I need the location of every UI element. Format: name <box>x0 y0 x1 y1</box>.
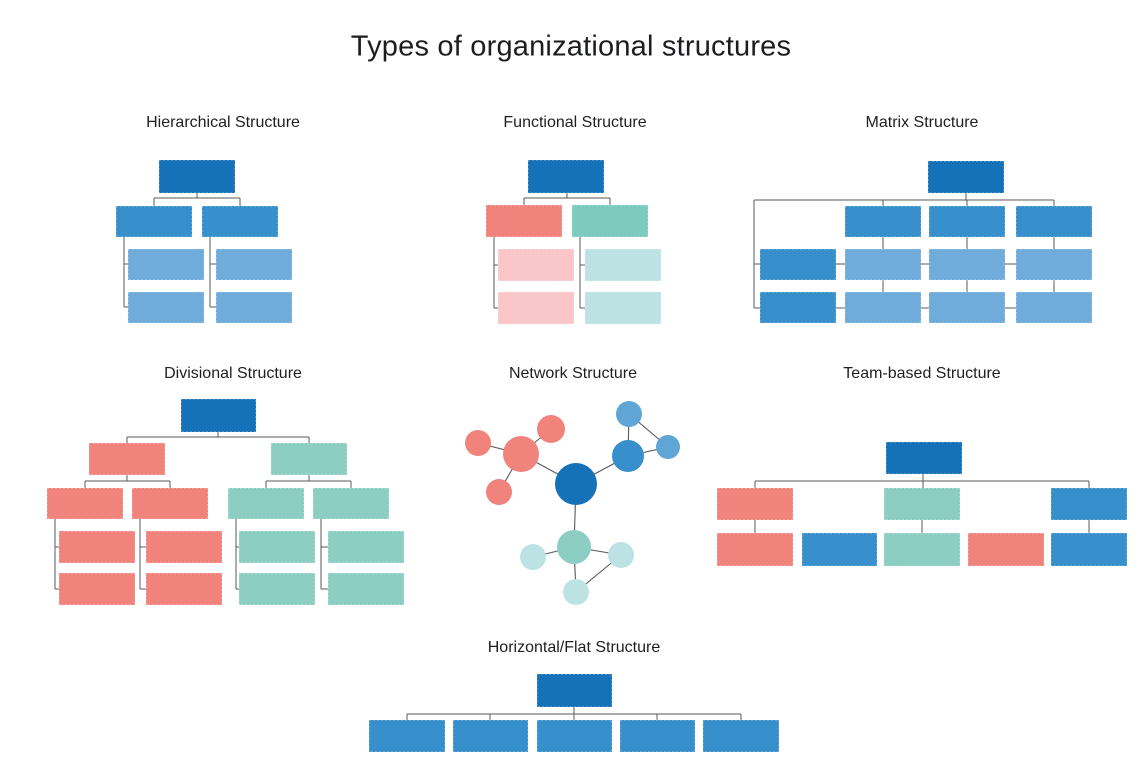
org-box <box>1015 291 1093 324</box>
network-node <box>563 579 589 605</box>
org-box <box>536 719 613 753</box>
diagram-network <box>465 401 680 605</box>
org-box <box>158 159 236 194</box>
org-box <box>201 205 279 238</box>
network-node <box>486 479 512 505</box>
org-box <box>145 530 223 564</box>
org-box <box>227 487 305 520</box>
org-box <box>238 572 316 606</box>
org-box <box>327 572 405 606</box>
org-box <box>716 487 794 521</box>
org-box <box>885 441 963 475</box>
section-label-team: Team-based Structure <box>843 365 1001 382</box>
network-node <box>520 544 546 570</box>
org-box <box>46 487 124 520</box>
section-label-matrix: Matrix Structure <box>865 114 979 131</box>
org-box <box>883 532 961 567</box>
org-box <box>327 530 405 564</box>
org-box <box>497 248 575 282</box>
network-node <box>612 440 644 472</box>
page-title: Types of organizational structures <box>350 30 792 63</box>
org-box <box>312 487 390 520</box>
section-label-network: Network Structure <box>508 365 638 382</box>
org-box <box>883 487 961 521</box>
section-label-divisional: Divisional Structure <box>164 365 302 382</box>
org-box <box>452 719 529 753</box>
org-box <box>270 442 348 476</box>
org-box <box>1050 532 1128 567</box>
network-node <box>465 430 491 456</box>
org-box <box>844 248 922 281</box>
org-box <box>527 159 605 194</box>
section-label-functional: Functional Structure <box>503 114 647 131</box>
org-box <box>88 442 166 476</box>
section-label-flat: Horizontal/Flat Structure <box>487 639 661 656</box>
org-box <box>215 291 293 324</box>
org-box <box>928 291 1006 324</box>
org-box <box>928 205 1006 238</box>
network-node <box>503 436 539 472</box>
org-box <box>844 291 922 324</box>
org-box <box>536 673 613 708</box>
org-box <box>619 719 696 753</box>
org-box <box>127 291 205 324</box>
org-box <box>571 204 649 238</box>
org-box <box>368 719 446 753</box>
org-box <box>584 291 662 325</box>
org-box <box>759 291 837 324</box>
network-node <box>537 415 565 443</box>
org-box <box>238 530 316 564</box>
org-box <box>716 532 794 567</box>
org-box <box>1015 205 1093 238</box>
diagram-functional <box>485 159 662 325</box>
diagram-divisional <box>46 398 405 606</box>
network-node <box>616 401 642 427</box>
diagram-matrix <box>753 160 1093 324</box>
org-box <box>584 248 662 282</box>
org-box <box>180 398 257 433</box>
org-box <box>58 572 136 606</box>
org-box <box>1015 248 1093 281</box>
org-box <box>145 572 223 606</box>
org-box <box>115 205 193 238</box>
diagram-hierarchical <box>115 159 293 324</box>
network-node <box>608 542 634 568</box>
network-node <box>656 435 680 459</box>
diagram-team <box>716 441 1128 567</box>
network-node <box>557 530 591 564</box>
org-box <box>801 532 878 567</box>
org-box <box>927 160 1005 194</box>
org-box <box>759 248 837 281</box>
org-box <box>215 248 293 281</box>
diagram-flat <box>368 673 780 753</box>
org-box <box>702 719 780 753</box>
org-box <box>967 532 1045 567</box>
org-box <box>131 487 209 520</box>
org-box <box>928 248 1006 281</box>
org-box <box>844 205 922 238</box>
org-box <box>497 291 575 325</box>
section-label-hierarchical: Hierarchical Structure <box>146 114 300 131</box>
org-box <box>485 204 563 238</box>
org-box <box>58 530 136 564</box>
network-node <box>555 463 597 505</box>
org-box <box>1050 487 1128 521</box>
org-box <box>127 248 205 281</box>
